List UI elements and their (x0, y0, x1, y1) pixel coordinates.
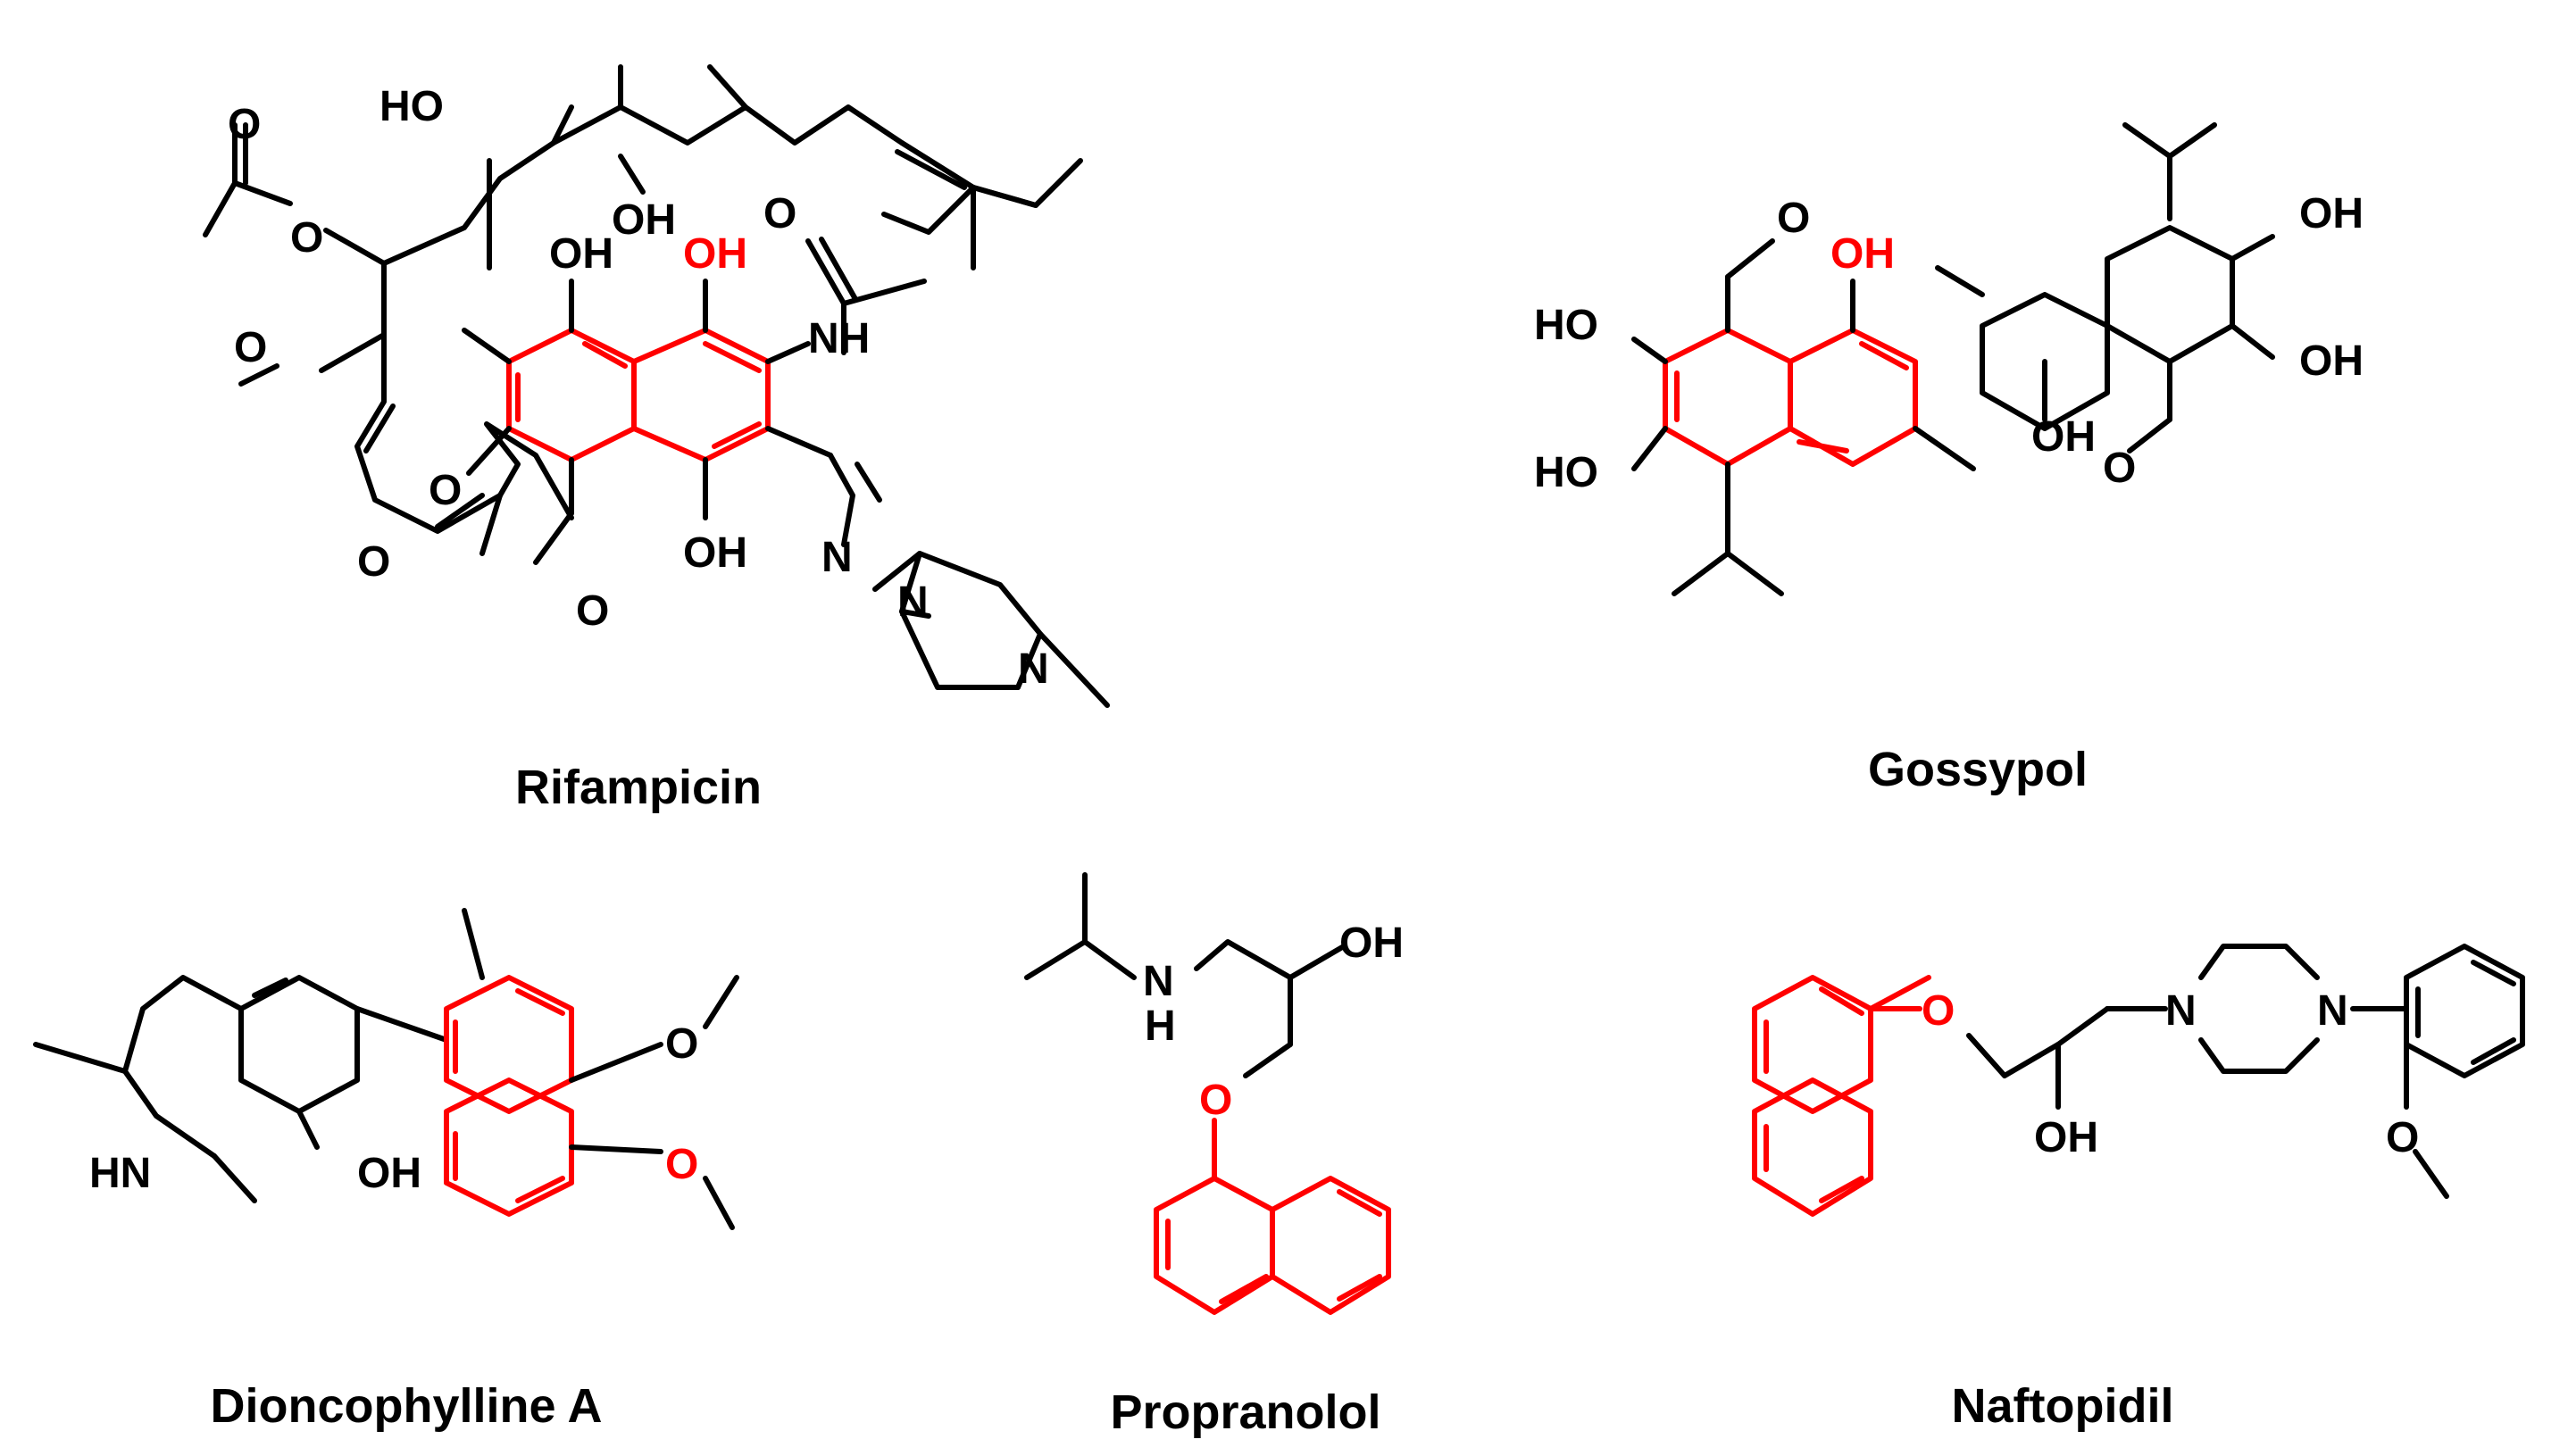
naftopidil-name: Naftopidil (1952, 1379, 2174, 1433)
rifampicin-name: Rifampicin (515, 761, 762, 814)
rifampicin-label-o-furan: O (357, 538, 390, 586)
dioncophylline-black-bonds (33, 975, 449, 1203)
gossypol-structure: O OH HO HO OH OH OH O Gossypol (1534, 122, 2364, 796)
gossypol-name: Gossypol (1868, 743, 2088, 796)
rifampicin-label-o-ring: O (429, 467, 462, 514)
gossypol-label-oh-right-top: OH (2299, 190, 2364, 237)
naftopidil-label-o-ether: O (1922, 987, 1955, 1035)
rifampicin-label-o-acetyl: O (228, 101, 261, 148)
gossypol-atom-labels: O OH HO HO OH OH OH O (1534, 190, 2364, 496)
gossypol-scaffold-bonds (1663, 328, 1918, 467)
propranolol-label-o: O (1199, 1077, 1232, 1124)
dioncophylline-atom-labels: HN OH O O (89, 1020, 698, 1197)
rifampicin-atom-labels: HO OH OH OH OH O O O O O O O NH N N N (228, 83, 1049, 693)
rifampicin-structure: HO OH OH OH OH O O O O O O O NH N N N Ri… (203, 64, 1110, 814)
gossypol-label-o-aldehyde-bottom: O (2103, 445, 2136, 492)
rifampicin-label-oh-mid: OH (612, 196, 676, 244)
naftopidil-label-n-left: N (2165, 987, 2197, 1035)
rifampicin-label-o-methoxy: O (234, 324, 267, 371)
dioncophylline-substituents (462, 908, 739, 1230)
naftopidil-scaffold-bonds (1752, 975, 1931, 1217)
propranolol-structure: N H OH O Propranolol (1024, 872, 1404, 1439)
rifampicin-label-n-imine: N (821, 534, 853, 581)
naftopidil-structure: O OH N N O Naftopidil (1752, 944, 2525, 1433)
gossypol-black-bonds (1631, 122, 2275, 596)
naftopidil-label-o-methoxy: O (2386, 1114, 2419, 1161)
rifampicin-label-oh-core-right: OH (683, 230, 747, 278)
dioncophylline-label-o-top: O (665, 1020, 698, 1068)
rifampicin-label-n-piperazine1: N (897, 578, 929, 626)
dioncophylline-scaffold-bonds (444, 975, 574, 1217)
rifampicin-label-oh-core-left: OH (549, 230, 613, 278)
naftopidil-label-oh: OH (2034, 1114, 2098, 1161)
dioncophylline-name: Dioncophylline A (210, 1379, 602, 1433)
propranolol-label-oh: OH (1339, 919, 1404, 967)
dioncophylline-label-hn: HN (89, 1150, 151, 1197)
naftopidil-atom-labels: O OH N N O (1922, 987, 2419, 1161)
rifampicin-label-ho-top: HO (379, 83, 444, 130)
gossypol-label-ho-left-top: HO (1534, 302, 1598, 349)
gossypol-label-ho-left-bottom: HO (1534, 449, 1598, 496)
propranolol-name: Propranolol (1110, 1385, 1380, 1439)
dioncophylline-label-oh: OH (357, 1150, 421, 1197)
gossypol-label-oh-center: OH (2031, 413, 2096, 461)
propranolol-label-h: H (1145, 1003, 1176, 1050)
dioncophylline-label-o-bottom: O (665, 1141, 698, 1188)
rifampicin-label-n-piperazine2: N (1018, 645, 1049, 693)
dioncophylline-structure: HN OH O O Dioncophylline A (33, 908, 739, 1433)
propranolol-scaffold-bonds (1154, 1118, 1391, 1315)
rifampicin-label-oh-bottom: OH (683, 529, 747, 577)
propranolol-atom-labels: N H OH O (1143, 919, 1404, 1124)
rifampicin-scaffold-bonds (506, 328, 771, 462)
propranolol-label-n: N (1143, 958, 1174, 1005)
propranolol-black-bonds (1024, 872, 1347, 1078)
naftopidil-label-n-right: N (2317, 987, 2348, 1035)
rifampicin-label-o-ester: O (290, 214, 323, 262)
naftopidil-black-bonds (1966, 944, 2525, 1199)
gossypol-label-o-aldehyde-top: O (1777, 195, 1810, 242)
gossypol-label-oh-right-bottom: OH (2299, 337, 2364, 385)
rifampicin-label-o-amide: O (763, 190, 796, 237)
rifampicin-label-o-ketone: O (576, 587, 609, 635)
rifampicin-label-nh: NH (808, 315, 870, 362)
rifampicin-black-bonds (203, 64, 1110, 708)
gossypol-label-oh-scaffold: OH (1830, 230, 1895, 278)
rifampicin-core-substituents (462, 279, 833, 565)
